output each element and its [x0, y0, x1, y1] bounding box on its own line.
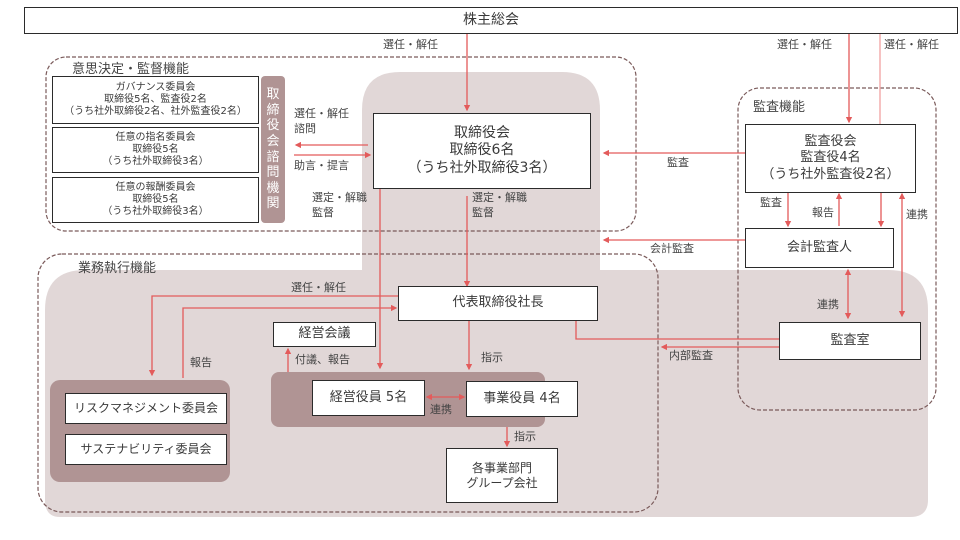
- accounting-auditor-box[interactable]: 会計監査人: [745, 228, 894, 268]
- advisory-tab-char: 問: [266, 165, 280, 181]
- risk-committee-box[interactable]: リスクマネジメント委員会: [65, 393, 227, 424]
- advisory-tab-char: 取: [266, 87, 280, 103]
- executive-officers-box[interactable]: 経営役員 5名: [312, 380, 425, 416]
- label-coop-officers: 連携: [430, 403, 452, 416]
- decision-section-title: 意思決定・監督機能: [72, 62, 190, 77]
- label-audit-board: 監査: [667, 156, 689, 169]
- president-box[interactable]: 代表取締役社長: [398, 286, 598, 321]
- internal-audit-office-box[interactable]: 監査室: [779, 322, 921, 360]
- compensation-committee-box[interactable]: 任意の報酬委員会 取締役5名 （うち社外取締役3名）: [52, 177, 259, 223]
- sustainability-committee-box[interactable]: サステナビリティ委員会: [65, 434, 227, 465]
- shareholders-meeting-box[interactable]: 株主総会: [24, 7, 958, 34]
- execution-section-title: 業務執行機能: [78, 261, 157, 276]
- arrow-president-risk: [148, 295, 398, 377]
- arrow-risk-president: [182, 304, 398, 378]
- label-audit-small: 監査: [760, 196, 782, 209]
- label-coop-mid: 連携: [817, 298, 839, 311]
- audit-section-title: 監査機能: [753, 100, 806, 115]
- label-coop-right: 連携: [906, 208, 928, 221]
- business-officers-box[interactable]: 事業役員 4名: [466, 381, 578, 417]
- advisory-tab-char: 締: [266, 102, 280, 118]
- business-divisions-box[interactable]: 各事業部門 グループ会社: [446, 448, 558, 503]
- label-elect-dismiss-accountant: 選任・解任: [884, 38, 939, 51]
- board-of-directors-box[interactable]: 取締役会 取締役6名 （うち社外取締役3名）: [373, 113, 591, 189]
- advisory-tab-char: 関: [266, 196, 280, 212]
- governance-committee-box[interactable]: ガバナンス委員会 取締役5名、監査役2名 （うち社外取締役2名、社外監査役2名）: [52, 76, 259, 124]
- audit-board-box[interactable]: 監査役会 監査役4名 （うち社外監査役2名）: [745, 124, 916, 193]
- label-report-small: 報告: [812, 206, 834, 219]
- label-elect-dismiss-auditboard: 選任・解任: [777, 38, 832, 51]
- label-advisory-elect: 選任・解任 諮問: [294, 107, 349, 135]
- label-accounting-audit: 会計監査: [650, 242, 694, 255]
- advisory-tab-char: 諮: [266, 149, 280, 165]
- advisory-tab-char: 役: [266, 118, 280, 134]
- label-internal-audit: 内部監査: [669, 349, 713, 362]
- advisory-tab-char: 会: [266, 133, 280, 149]
- decision-section-border: [45, 56, 637, 232]
- label-instruct-1: 指示: [481, 351, 503, 364]
- label-select-supervise-left: 選定・解職 監督: [312, 191, 367, 219]
- label-advice: 助言・提言: [294, 159, 349, 172]
- label-select-supervise-right: 選定・解職 監督: [472, 191, 527, 219]
- management-meeting-box[interactable]: 経営会議: [273, 322, 376, 347]
- execution-section-border: [37, 253, 659, 513]
- audit-section-border: [737, 87, 937, 411]
- label-report-left: 報告: [190, 356, 212, 369]
- advisory-tab-char: 機: [266, 180, 280, 196]
- label-proposal-report: 付議、報告: [295, 353, 350, 366]
- label-instruct-2: 指示: [514, 430, 536, 443]
- label-elect-dismiss-exec: 選任・解任: [291, 281, 346, 294]
- board-advisory-body-tab: 取締役会諮問機関: [261, 76, 285, 223]
- label-elect-dismiss-board: 選任・解任: [383, 38, 438, 51]
- nomination-committee-box[interactable]: 任意の指名委員会 取締役5名 （うち社外取締役3名）: [52, 127, 259, 173]
- arrow-auditroom-president: [575, 320, 780, 340]
